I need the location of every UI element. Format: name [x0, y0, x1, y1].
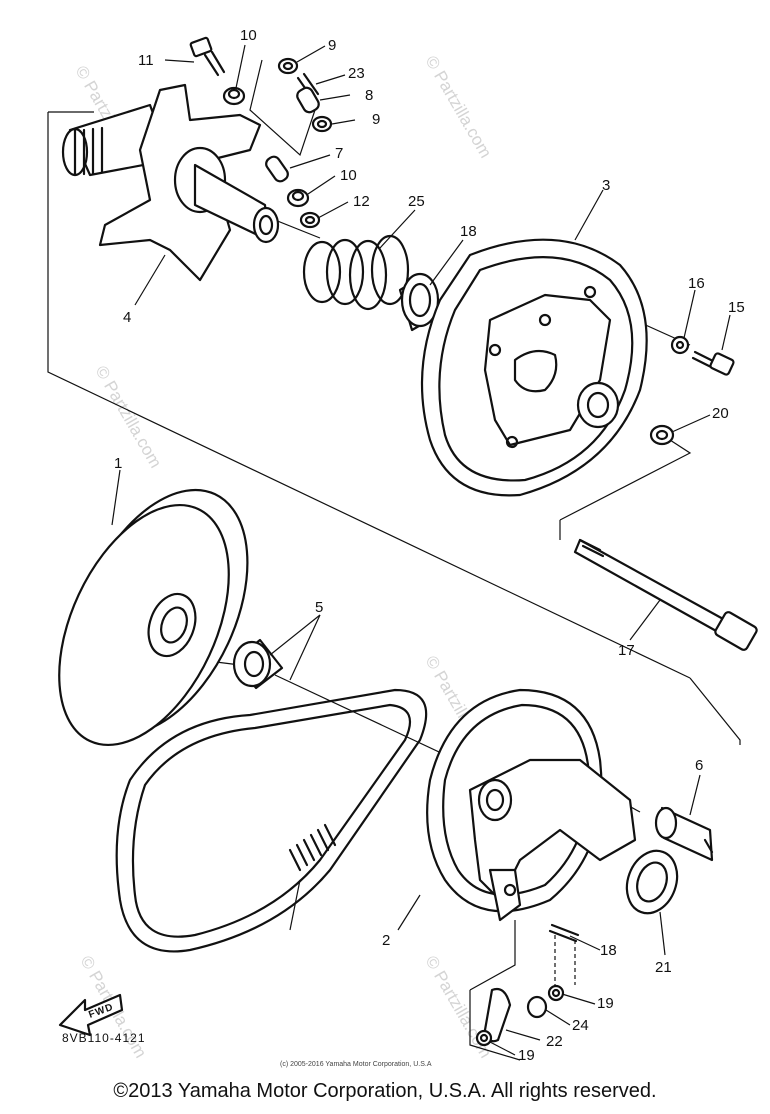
nut-12[interactable] [299, 211, 321, 229]
callout-4: 4 [123, 309, 131, 326]
washer-9-upper[interactable] [277, 57, 299, 75]
fwd-arrow-icon: FWD [58, 993, 124, 1037]
callout-24: 25 [408, 193, 425, 210]
drawing-code: 8VB110-4121 [62, 1031, 146, 1045]
callout-1: 1 [114, 455, 122, 472]
washer-19[interactable] [649, 424, 675, 446]
callout-13: 15 [728, 299, 745, 316]
callout-3: 3 [602, 177, 610, 194]
callout-23: 24 [572, 1017, 589, 1034]
bolt-15[interactable] [573, 538, 758, 651]
callout-9-upper: 9 [328, 37, 336, 54]
washer-14[interactable] [670, 335, 690, 355]
bushing-16[interactable] [398, 272, 440, 332]
watermark: © Partzilla.com [92, 363, 166, 472]
spring-24[interactable] [302, 234, 410, 311]
leader-lines [111, 44, 731, 1056]
callout-5: 5 [315, 599, 323, 616]
washer-18-upper[interactable] [547, 984, 565, 1002]
callout-8: 8 [365, 87, 373, 104]
callout-20: 21 [655, 959, 672, 976]
callout-6: 6 [695, 757, 703, 774]
callout-12: 12 [353, 193, 370, 210]
fixed-sheave-1[interactable] [25, 462, 283, 771]
seal-20[interactable] [619, 844, 686, 921]
watermark: © Partzilla.com [422, 53, 496, 162]
pin-7[interactable] [264, 154, 290, 183]
spider-hub-4[interactable] [61, 83, 280, 282]
callout-15: 17 [618, 642, 635, 659]
callout-14: 16 [688, 275, 705, 292]
roller-23[interactable] [526, 995, 548, 1019]
callout-22: 22 [546, 1033, 563, 1050]
copyright-notice: ©2013 Yamaha Motor Corporation, U.S.A. A… [113, 1080, 657, 1102]
washer-9-lower[interactable] [311, 115, 333, 133]
callout-21: 23 [348, 65, 365, 82]
callout-10-lower: 10 [340, 167, 357, 184]
bushing-5[interactable] [232, 638, 284, 690]
callout-2: 2 [382, 932, 390, 949]
callout-18-upper: 19 [597, 995, 614, 1012]
callout-7: 7 [335, 145, 343, 162]
drive-belt-25[interactable] [115, 688, 428, 953]
cover-3[interactable] [420, 238, 648, 497]
bolt-13[interactable] [691, 350, 735, 376]
callout-9-lower: 9 [372, 111, 380, 128]
callout-11: 11 [138, 52, 154, 69]
bolt-11[interactable] [189, 36, 226, 77]
roller-8[interactable] [295, 86, 321, 115]
callout-18-lower: 19 [518, 1047, 535, 1064]
callout-labels: 11 10 9 23 8 9 7 10 12 25 18 3 4 16 15 2… [114, 27, 745, 1064]
pin-17[interactable] [548, 923, 580, 943]
callout-10-top: 10 [240, 27, 257, 44]
slider-6[interactable] [654, 806, 714, 862]
callout-16: 18 [460, 223, 477, 240]
washer-18-lower[interactable] [475, 1029, 493, 1047]
movable-sheave-2[interactable] [426, 688, 637, 922]
small-credit: (c) 2005-2016 Yamaha Motor Corporation, … [280, 1061, 432, 1068]
collar-10-lower[interactable] [286, 188, 310, 208]
collar-10-top[interactable] [222, 86, 246, 106]
callout-19: 20 [712, 405, 729, 422]
callout-17: 18 [600, 942, 617, 959]
belt-ribs [288, 823, 337, 872]
